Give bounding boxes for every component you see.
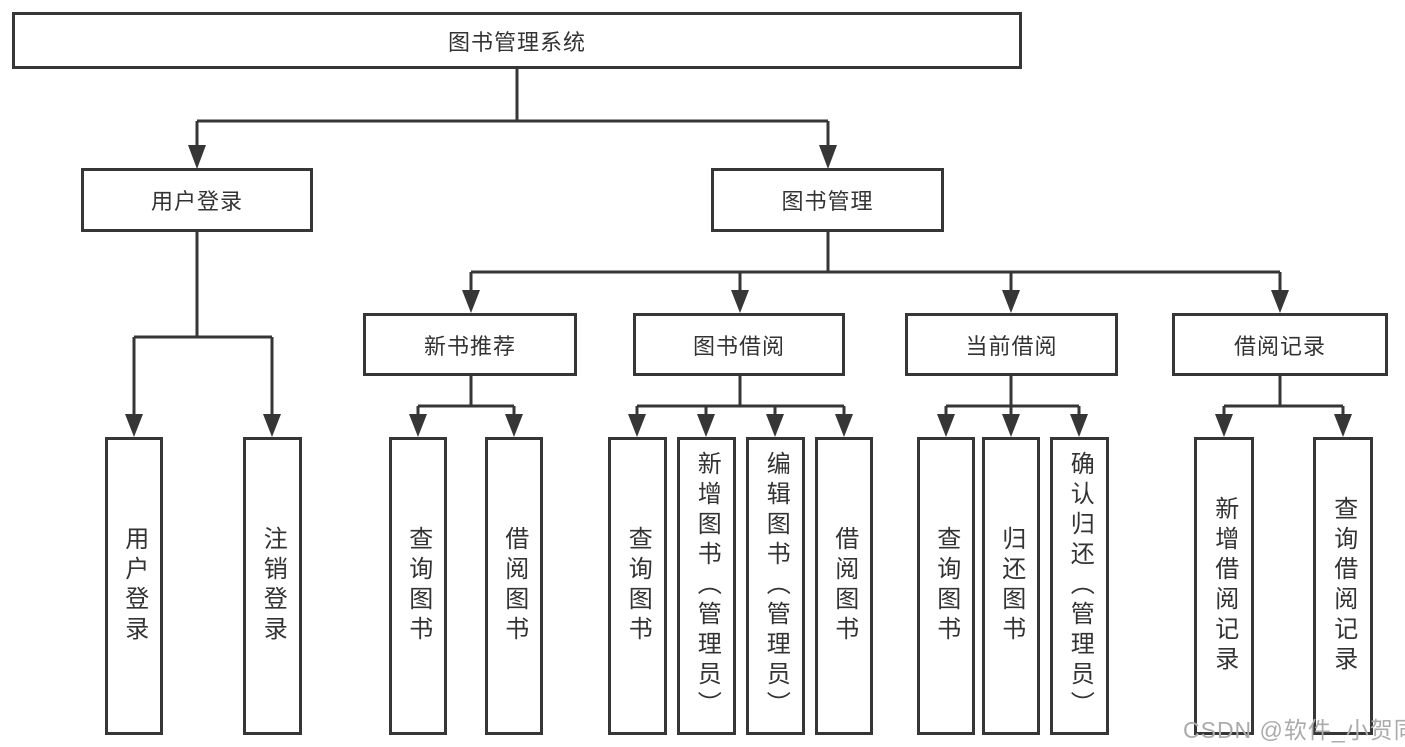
arrowhead-icon [462,290,480,313]
leaf-bb-add-book: 新增图书（管理员） [677,437,736,735]
node-label: 当前借阅 [965,333,1058,359]
arrowhead-icon [263,414,281,437]
node-label: 图书管理系统 [447,29,586,55]
node-label: 编辑图书（管理员） [762,451,790,721]
node-label: 查询图书 [624,526,652,646]
node-new-book-rec: 新书推荐 [363,313,577,376]
arrowhead-icon [1271,290,1289,313]
leaf-bb-borrow-book: 借阅图书 [815,437,873,735]
leaf-logout: 注销登录 [243,437,302,735]
arrowhead-icon [1002,290,1020,313]
edge-borrowrecord-to-leaves [1222,376,1345,415]
leaf-bb-query-book: 查询图书 [608,437,667,735]
node-book-borrow: 图书借阅 [633,313,845,376]
node-label: 注销登录 [259,526,287,646]
leaf-cb-return-book: 归还图书 [982,437,1040,735]
node-label: 借阅图书 [500,526,528,646]
node-label: 新增图书（管理员） [693,451,721,721]
node-user-login: 用户登录 [81,168,313,232]
leaf-br-query-record: 查询借阅记录 [1313,437,1373,735]
edge-newbookrec-to-leaves [416,376,516,415]
node-borrow-record: 借阅记录 [1172,313,1388,376]
arrowhead-icon [697,414,715,437]
arrowhead-icon [1215,414,1233,437]
node-label: 查询图书 [932,526,960,646]
leaf-user-login: 用户登录 [105,437,163,735]
edge-bookmgmt-to-level3 [469,232,1282,292]
edge-userlogin-to-leaves [132,232,274,415]
arrowhead-icon [1002,414,1020,437]
node-root: 图书管理系统 [12,12,1022,69]
node-label: 新书推荐 [423,333,516,359]
node-label: 用户登录 [120,526,148,646]
node-label: 借阅图书 [830,526,858,646]
node-label: 借阅记录 [1233,333,1326,359]
node-label: 图书管理 [781,189,874,214]
arrowhead-icon [731,290,749,313]
node-label: 归还图书 [997,526,1025,646]
leaf-rec-query-book: 查询图书 [389,437,447,735]
node-label: 用户登录 [150,189,243,214]
csdn-watermark: CSDN @软件_小贺同学 [1183,717,1405,743]
arrowhead-icon [766,414,784,437]
node-label: 新增借阅记录 [1210,496,1238,676]
node-current-borrow: 当前借阅 [905,313,1118,376]
arrowhead-icon [1334,414,1352,437]
leaf-rec-borrow-book: 借阅图书 [485,437,543,735]
arrowhead-icon [628,414,646,437]
arrowhead-icon [937,414,955,437]
arrowhead-icon [819,145,837,169]
leaf-cb-query-book: 查询图书 [917,437,975,735]
node-label: 确认归还（管理员） [1066,451,1094,721]
arrowhead-icon [505,414,523,437]
leaf-bb-edit-book: 编辑图书（管理员） [746,437,805,735]
arrowhead-icon [188,145,206,169]
edge-currentborrow-to-leaves [944,376,1081,415]
node-label: 查询图书 [404,526,432,646]
leaf-br-add-record: 新增借阅记录 [1194,437,1254,735]
node-label: 图书借阅 [692,333,785,359]
node-label: 查询借阅记录 [1329,496,1357,676]
arrowhead-icon [835,414,853,437]
arrowhead-icon [1070,414,1088,437]
edge-root-to-level2 [195,69,830,147]
arrowhead-icon [409,414,427,437]
leaf-cb-confirm-return: 确认归还（管理员） [1050,437,1109,735]
node-book-mgmt: 图书管理 [711,168,944,232]
arrowhead-icon [125,414,143,437]
edge-bookborrow-to-leaves [635,376,846,415]
